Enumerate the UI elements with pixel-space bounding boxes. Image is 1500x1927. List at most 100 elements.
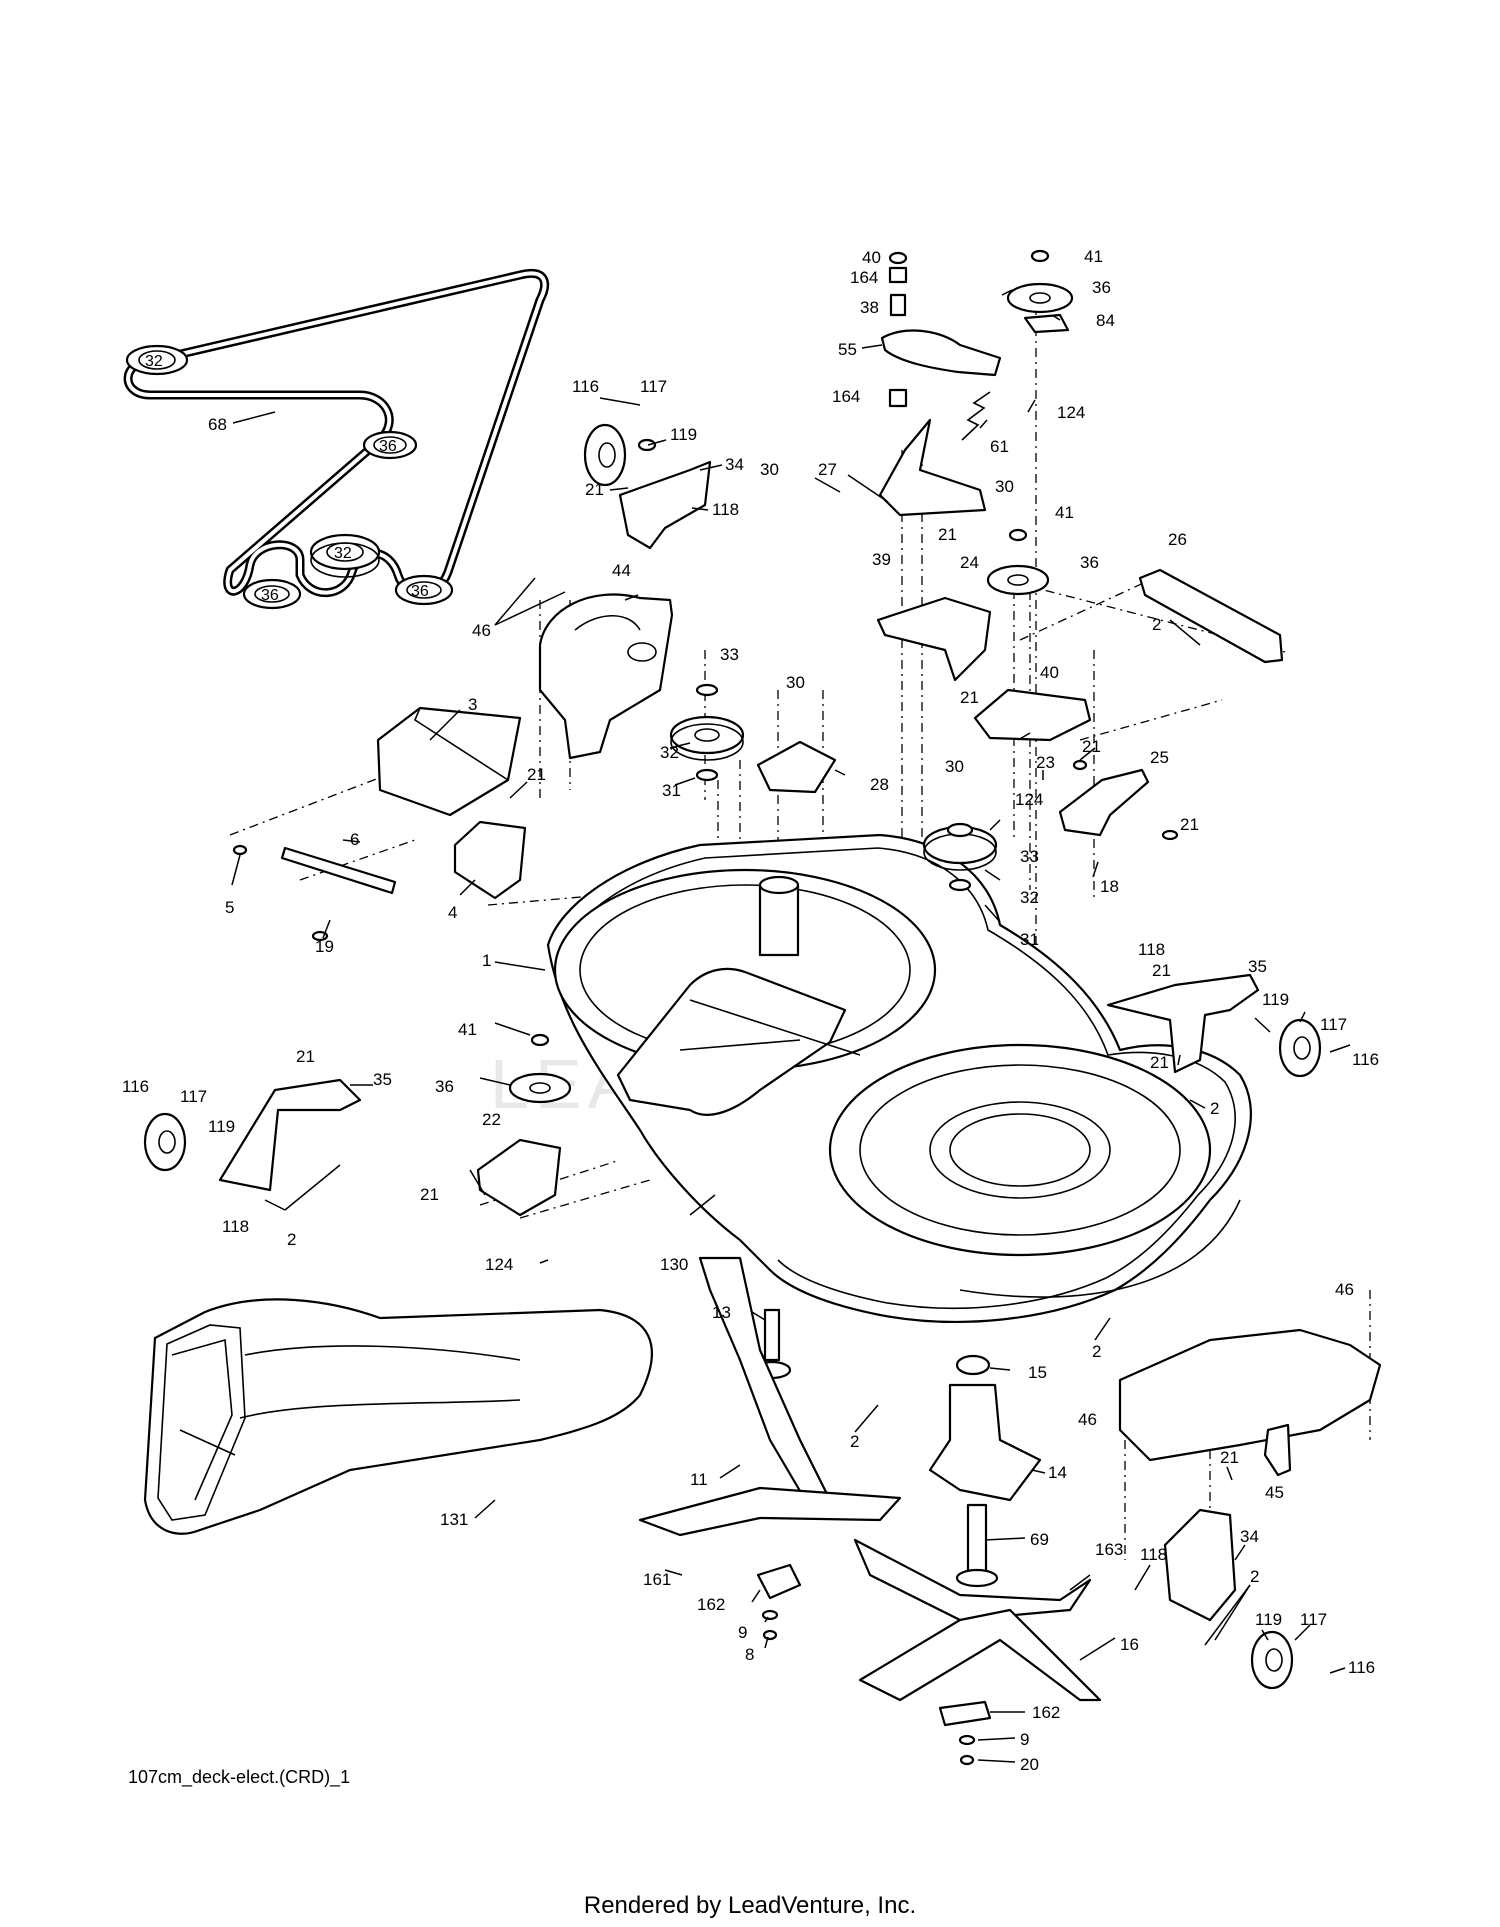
callout-2: 2 (1250, 1567, 1259, 1586)
callout-124: 124 (1015, 790, 1043, 809)
callout-3: 3 (468, 695, 477, 714)
callout-2: 2 (287, 1230, 296, 1249)
callout-116: 116 (572, 377, 599, 396)
callout-61: 61 (990, 437, 1009, 456)
belt-pulley-32-top: 32 (125, 344, 189, 376)
callout-131: 131 (440, 1510, 468, 1529)
callout-55: 55 (838, 340, 857, 359)
callout-2: 2 (1210, 1099, 1219, 1118)
callout-21: 21 (585, 480, 604, 499)
callout-1: 1 (482, 951, 491, 970)
callout-119: 119 (1262, 990, 1289, 1009)
belt-pulley-32-bottom: 32 (309, 533, 381, 578)
callout-22: 22 (482, 1110, 501, 1129)
callout-39: 39 (872, 550, 891, 569)
callout-21: 21 (1152, 961, 1171, 980)
callout-162: 162 (1032, 1703, 1060, 1722)
callout-45: 45 (1265, 1483, 1284, 1502)
callout-6: 6 (350, 830, 359, 849)
callout-35: 35 (1248, 957, 1267, 976)
callout-41: 41 (1055, 503, 1074, 522)
belt-pulley-36-right: 36 (394, 574, 454, 606)
callout-13: 13 (712, 1303, 731, 1322)
callout-26: 26 (1168, 530, 1187, 549)
discharge-chute (143, 1298, 653, 1535)
callout-2: 2 (850, 1432, 859, 1451)
callout-118: 118 (712, 500, 739, 519)
callout-162: 162 (697, 1595, 725, 1614)
callout-118: 118 (1140, 1545, 1167, 1564)
belt-pulley-36-mid: 36 (362, 430, 418, 460)
callout-30: 30 (786, 673, 805, 692)
belt-pulley-36-left: 36 (242, 578, 302, 610)
diagram-caption: 107cm_deck-elect.(CRD)_1 (128, 1767, 351, 1787)
mower-deck-housing (546, 833, 1252, 1323)
callout-41: 41 (1084, 247, 1103, 266)
callout-46: 46 (1078, 1410, 1097, 1429)
callout-124: 124 (485, 1255, 513, 1274)
callout-numbers: 68 116 117 119 34 21 118 46 44 3 21 6 5 … (122, 247, 1379, 1774)
callout-124: 124 (1057, 403, 1085, 422)
callout-21: 21 (938, 525, 957, 544)
callout-69: 69 (1030, 1530, 1049, 1549)
callout-119: 119 (670, 425, 697, 444)
callout-33: 33 (1020, 847, 1039, 866)
callout-116: 116 (1348, 1658, 1375, 1677)
callout-161: 161 (643, 1570, 671, 1589)
callout-8: 8 (745, 1645, 754, 1664)
callout-30: 30 (945, 757, 964, 776)
callout-40: 40 (1040, 663, 1059, 682)
callout-2: 2 (1152, 615, 1161, 634)
callout-68: 68 (208, 415, 227, 434)
callout-34: 34 (725, 455, 744, 474)
leader-lines (231, 289, 1351, 1763)
callout-16: 16 (1120, 1635, 1139, 1654)
callout-28: 28 (870, 775, 889, 794)
callout-118: 118 (222, 1217, 249, 1236)
callout-84: 84 (1096, 311, 1115, 330)
callout-36: 36 (1092, 278, 1111, 297)
callout-40: 40 (862, 248, 881, 267)
pulley-label: 36 (261, 587, 279, 604)
callout-21: 21 (1150, 1053, 1169, 1072)
callout-117: 117 (640, 377, 667, 396)
callout-117: 117 (1320, 1015, 1347, 1034)
pulley-label: 32 (145, 353, 163, 370)
pulley-label: 32 (334, 545, 352, 562)
callout-119: 119 (1255, 1610, 1282, 1629)
callout-11: 11 (690, 1470, 708, 1489)
callout-164: 164 (832, 387, 860, 406)
callout-20: 20 (1020, 1755, 1039, 1774)
callout-21: 21 (960, 688, 979, 707)
callout-163: 163 (1095, 1540, 1123, 1559)
callout-32: 32 (1020, 888, 1039, 907)
callout-34: 34 (1240, 1527, 1259, 1546)
callout-119: 119 (208, 1117, 235, 1136)
callout-23: 23 (1036, 753, 1055, 772)
callout-46: 46 (472, 621, 491, 640)
callout-9: 9 (1020, 1730, 1029, 1749)
callout-15: 15 (1028, 1363, 1047, 1382)
callout-5: 5 (225, 898, 234, 917)
callout-27: 27 (818, 460, 837, 479)
callout-25: 25 (1150, 748, 1169, 767)
belt-assembly: 32 36 32 36 36 (123, 268, 550, 610)
callout-38: 38 (860, 298, 879, 317)
callout-46: 46 (1335, 1280, 1354, 1299)
callout-116: 116 (122, 1077, 149, 1096)
callout-116: 116 (1352, 1050, 1379, 1069)
callout-118: 118 (1138, 940, 1165, 959)
callout-9: 9 (738, 1623, 747, 1642)
callout-31: 31 (1020, 930, 1039, 949)
footer-credit: Rendered by LeadVenture, Inc. (583, 1892, 917, 1919)
callout-21: 21 (1082, 737, 1101, 756)
callout-36: 36 (1080, 553, 1099, 572)
callout-33: 33 (720, 645, 739, 664)
callout-21: 21 (1220, 1448, 1239, 1467)
callout-19: 19 (315, 937, 334, 956)
callout-35: 35 (373, 1070, 392, 1089)
callout-30: 30 (995, 477, 1014, 496)
callout-4: 4 (448, 903, 457, 922)
callout-2: 2 (1092, 1342, 1101, 1361)
